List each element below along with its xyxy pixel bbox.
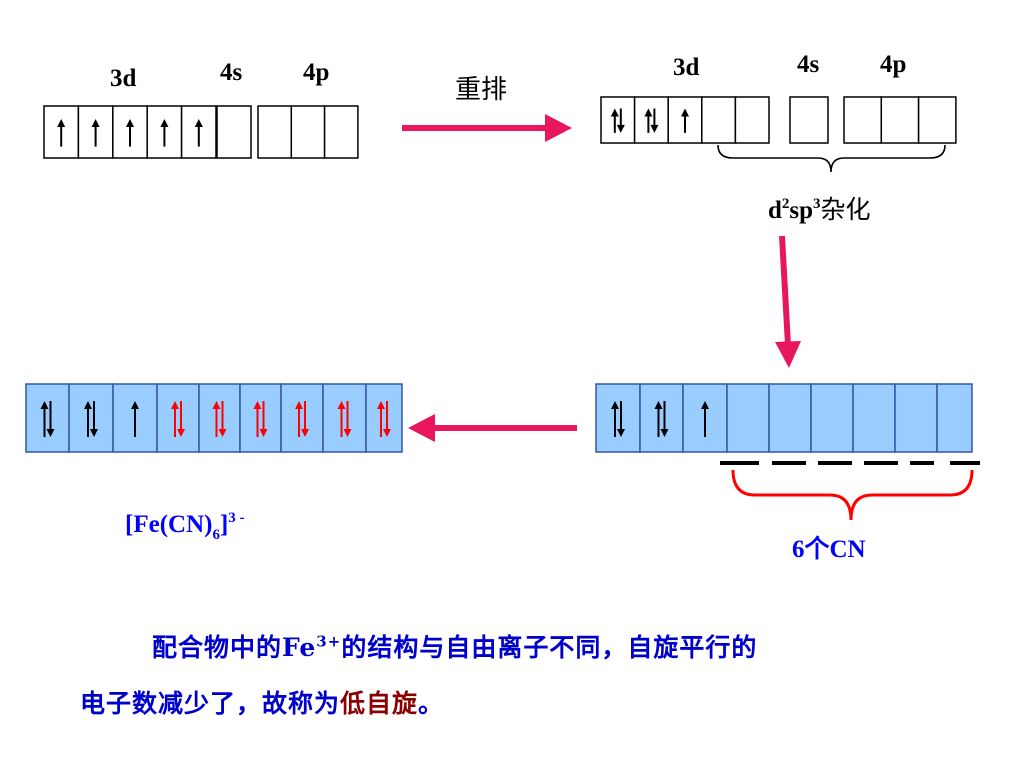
orbital-box: [917, 96, 957, 144]
spin-up-arrow: [126, 119, 134, 147]
orbital-box: [198, 383, 241, 453]
spin-up-arrow: [160, 119, 169, 147]
orbital-box: [112, 383, 158, 453]
spin-pair-arrows: [377, 401, 391, 438]
orbital-box: [682, 383, 728, 453]
orbital-box: [156, 383, 200, 453]
rearrange-arrowhead: [545, 114, 572, 142]
label-hybridization: d2sp3杂化: [768, 195, 871, 224]
label-3d-right: 3d: [673, 54, 700, 81]
spin-up-arrow: [701, 401, 709, 438]
orbital-box: [880, 96, 920, 144]
orbital-box: [852, 383, 896, 453]
spin-pair-arrows: [84, 401, 98, 438]
orbital-box: [667, 96, 703, 144]
complex-formula: [Fe(CN)6]3 -: [125, 510, 245, 543]
orbital-box: [600, 96, 636, 144]
spin-pair-arrows: [253, 401, 268, 438]
orbital-box: [280, 383, 324, 453]
free-ion-orbitals: [43, 105, 359, 159]
spin-pair-arrows: [654, 401, 669, 438]
orbital-box: [768, 383, 812, 453]
orbital-box: [257, 105, 293, 159]
label-4p-right: 4p: [880, 51, 906, 78]
line1-sup: 3+: [316, 632, 342, 651]
orbital-box: [789, 96, 829, 144]
label-4s-left: 4s: [220, 59, 243, 86]
label-4s-right: 4s: [797, 51, 820, 78]
orbital-box: [734, 96, 770, 144]
orbital-box: [894, 383, 938, 453]
hybrid-brace: [717, 144, 946, 173]
explanation-line-2: 电子数减少了，故称为低自旋。: [80, 684, 980, 720]
orbital-box: [936, 383, 973, 453]
rearranged-orbitals: [600, 96, 957, 144]
orbital-box: [701, 96, 737, 144]
orbital-box: [146, 105, 183, 159]
spin-up-arrow: [681, 108, 689, 133]
orbital-box: [290, 105, 326, 159]
low-spin-highlight: 低自旋: [340, 689, 419, 718]
spin-up-arrow: [91, 119, 100, 147]
left-arrowhead: [408, 414, 435, 442]
orbital-box: [323, 105, 359, 159]
line1-text-b: 的结构与自由离子不同，自旋平行的: [341, 633, 758, 662]
orbital-box: [322, 383, 367, 453]
orbital-box: [639, 383, 684, 453]
spin-up-arrow: [194, 119, 203, 147]
label-rearrange: 重排: [455, 75, 507, 105]
orbital-box: [810, 383, 854, 453]
orbital-box: [112, 105, 148, 159]
line1-text-a: 配合物中的Fe: [152, 633, 317, 662]
spin-pair-arrows: [644, 108, 659, 133]
spin-up-arrow: [131, 401, 139, 438]
orbital-box: [843, 96, 883, 144]
down-arrow: [779, 235, 791, 346]
spin-pair-arrows: [295, 401, 309, 438]
orbital-box: [239, 383, 282, 453]
orbital-box: [180, 105, 217, 159]
spin-pair-arrows: [212, 401, 227, 438]
spin-pair-arrows: [337, 401, 352, 438]
orbital-box: [365, 383, 403, 453]
orbital-box: [25, 383, 70, 453]
spin-pair-arrows: [611, 401, 625, 438]
orbital-box: [68, 383, 114, 453]
orbital-box: [726, 383, 770, 453]
label-ligands: 6个CN: [792, 535, 866, 563]
explanation-line-1: 配合物中的Fe3+的结构与自由离子不同，自旋平行的: [80, 628, 980, 664]
orbital-box: [633, 96, 669, 144]
label-3d-left: 3d: [110, 65, 137, 92]
orbital-box: [77, 105, 114, 159]
complex-orbitals: [25, 383, 403, 453]
orbital-box: [216, 105, 252, 159]
orbital-box: [595, 383, 641, 453]
ligand-brace: [731, 469, 974, 521]
spin-pair-arrows: [40, 401, 55, 438]
hybrid-orbitals: [595, 383, 973, 453]
spin-up-arrow: [57, 119, 66, 147]
spin-pair-arrows: [171, 401, 185, 438]
line2-text-a: 电子数减少了，故称为: [80, 689, 341, 718]
orbital-box: [43, 105, 80, 159]
line2-text-b: 。: [418, 689, 445, 718]
down-arrowhead: [775, 341, 801, 368]
label-4p-left: 4p: [303, 59, 329, 86]
spin-pair-arrows: [610, 108, 625, 133]
